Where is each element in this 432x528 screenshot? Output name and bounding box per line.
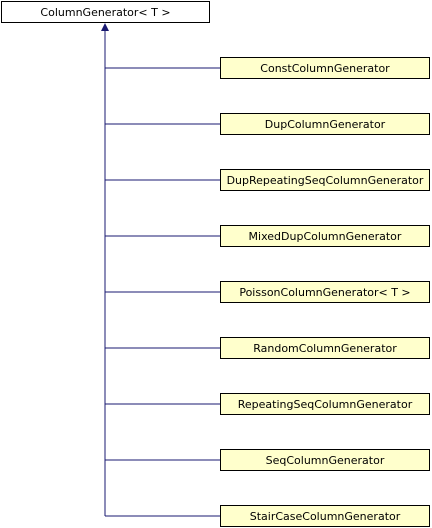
base-class-node[interactable]: ColumnGenerator< T > (1, 1, 210, 23)
derived-class-node[interactable]: DupColumnGenerator (220, 113, 430, 135)
derived-class-node[interactable]: SeqColumnGenerator (220, 449, 430, 471)
branch-lines (105, 67, 220, 517)
derived-class-label: PoissonColumnGenerator< T > (239, 285, 411, 299)
derived-class-node[interactable]: RepeatingSeqColumnGenerator (220, 393, 430, 415)
derived-class-label: RepeatingSeqColumnGenerator (237, 397, 413, 411)
derived-class-label: ConstColumnGenerator (260, 61, 390, 75)
derived-class-label: DupColumnGenerator (264, 117, 386, 131)
derived-class-label: SeqColumnGenerator (265, 453, 385, 467)
derived-class-node[interactable]: StairCaseColumnGenerator (220, 505, 430, 527)
derived-class-label: MixedDupColumnGenerator (248, 229, 402, 243)
derived-class-node[interactable]: MixedDupColumnGenerator (220, 225, 430, 247)
derived-class-node[interactable]: DupRepeatingSeqColumnGenerator (220, 169, 430, 191)
derived-class-label: StairCaseColumnGenerator (249, 509, 401, 523)
base-class-label: ColumnGenerator< T > (40, 5, 171, 19)
derived-class-node[interactable]: ConstColumnGenerator (220, 57, 430, 79)
derived-class-node[interactable]: PoissonColumnGenerator< T > (220, 281, 430, 303)
derived-class-node[interactable]: RandomColumnGenerator (220, 337, 430, 359)
derived-class-label: DupRepeatingSeqColumnGenerator (226, 173, 424, 187)
derived-class-label: RandomColumnGenerator (253, 341, 397, 355)
inheritance-arrowhead (101, 23, 109, 31)
